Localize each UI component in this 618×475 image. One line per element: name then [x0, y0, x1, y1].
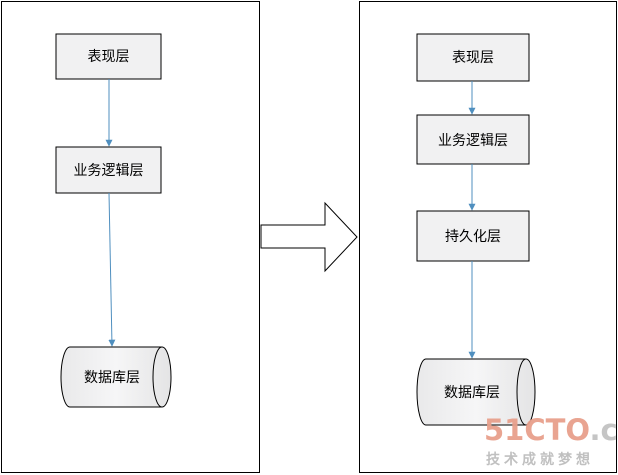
right-business-node: 业务逻辑层 — [416, 114, 530, 165]
right-presentation-label: 表现层 — [452, 50, 494, 66]
watermark: 51CTO.com 技术成就梦想 — [484, 413, 618, 468]
transition-arrow — [260, 201, 358, 273]
watermark-brand: 51CTO.com — [484, 413, 618, 447]
right-persistence-label: 持久化层 — [445, 229, 501, 245]
left-business-box — [55, 146, 162, 194]
right-persistence-node: 持久化层 — [416, 210, 530, 262]
right-presentation-box — [416, 33, 530, 82]
right-database-cylinder-cap — [516, 358, 527, 426]
left-arrow-business-to-database — [108, 192, 116, 347]
right-business-label: 业务逻辑层 — [438, 133, 508, 149]
left-business-node: 业务逻辑层 — [55, 146, 162, 194]
right-presentation-node: 表现层 — [416, 33, 530, 82]
left-presentation-node: 表现层 — [55, 33, 162, 80]
right-database-node: 数据库层 — [416, 358, 536, 426]
right-database-label: 数据库层 — [444, 385, 500, 401]
left-presentation-label: 表现层 — [88, 49, 130, 65]
left-presentation-box — [55, 33, 162, 80]
left-business-label: 业务逻辑层 — [74, 163, 144, 179]
watermark-brand-cto: CTO — [524, 413, 589, 447]
watermark-slogan: 技术成就梦想 — [486, 451, 594, 468]
right-business-box — [416, 114, 530, 165]
watermark-brand-num: 51 — [484, 413, 524, 447]
watermark-brand-tld: .com — [589, 413, 618, 447]
right-persistence-box — [416, 210, 530, 262]
left-database-label: 数据库层 — [84, 370, 140, 386]
left-database-cylinder-cap — [152, 346, 163, 408]
left-database-node: 数据库层 — [60, 346, 172, 408]
